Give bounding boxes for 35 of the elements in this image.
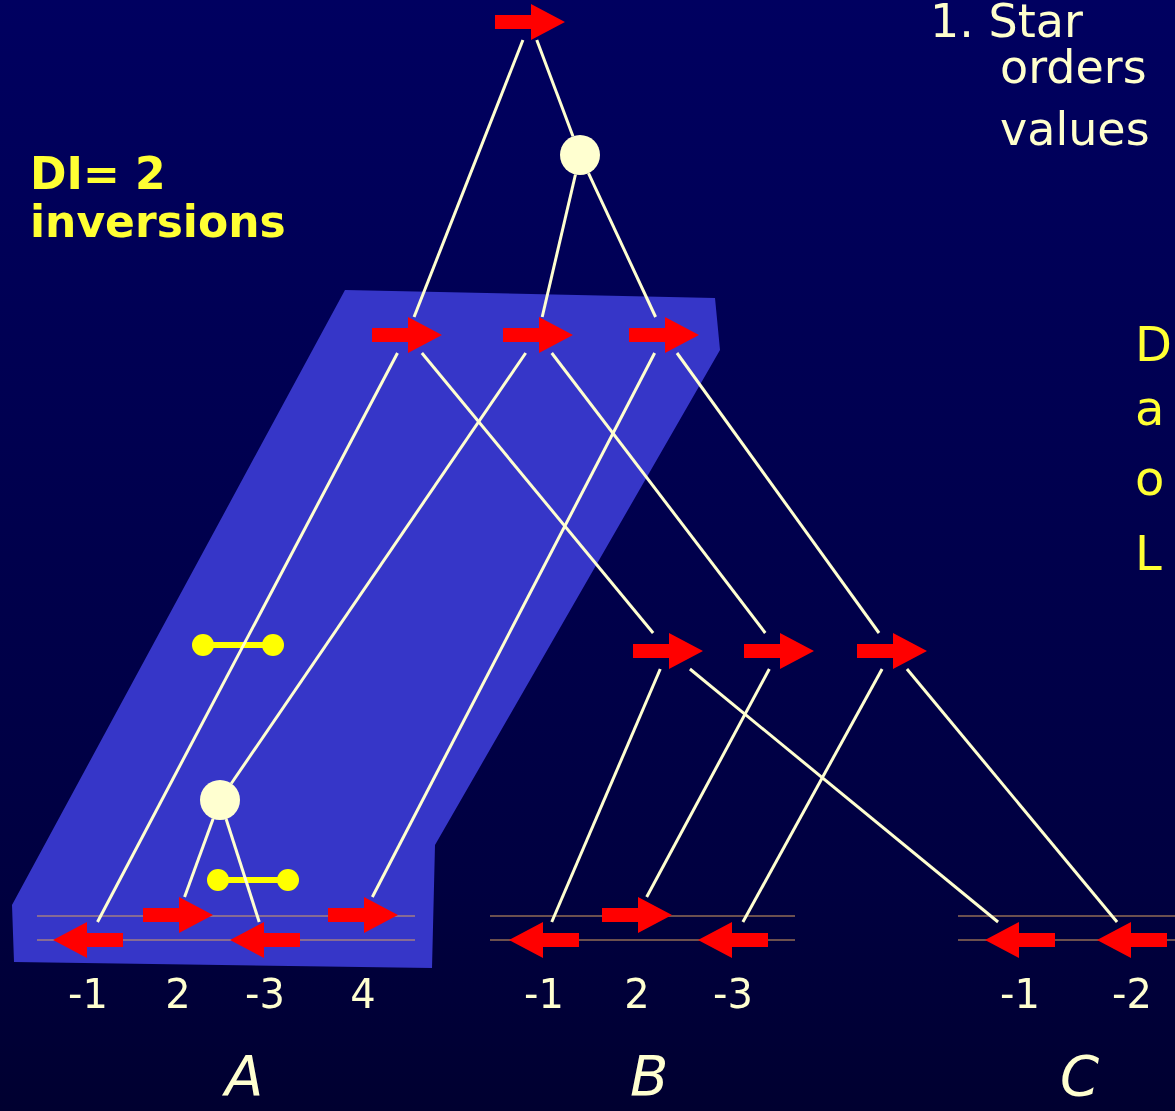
tree-branch	[550, 352, 767, 634]
gene-label: -2	[1112, 972, 1152, 1016]
gene-label: 2	[165, 972, 191, 1016]
tree-branch	[224, 818, 261, 923]
tree-branch	[645, 668, 771, 898]
distance-note: DI= 2 inversions	[30, 150, 287, 247]
tree-branch	[535, 39, 575, 137]
gene-label: -1	[524, 972, 564, 1016]
note-text: values	[1000, 104, 1150, 155]
tree-branch	[230, 352, 527, 785]
tree-caption: C	[1060, 1045, 1100, 1107]
gene-label: 2	[624, 972, 650, 1016]
tree-branch	[688, 667, 1000, 924]
note-text: o	[1135, 452, 1165, 505]
tree-branch	[183, 818, 215, 898]
gene-label: -3	[713, 972, 753, 1016]
tree-caption: B	[630, 1045, 669, 1107]
note-text: D	[1135, 318, 1172, 371]
tree-branch	[540, 174, 577, 318]
tree-branch	[420, 352, 655, 634]
gene-label: 4	[350, 972, 376, 1016]
branch-node	[560, 135, 600, 175]
gene-label: -3	[245, 972, 285, 1016]
tree-branch	[371, 352, 656, 898]
tree-branch	[905, 668, 1119, 923]
tree-branch	[741, 668, 884, 923]
tree-branch	[96, 352, 399, 923]
tree-branch	[675, 352, 881, 634]
tree-branch	[550, 668, 662, 923]
gene-label: -1	[68, 972, 108, 1016]
note-text: L	[1135, 527, 1162, 580]
note-text: a	[1135, 382, 1165, 435]
gene-label: -1	[1000, 972, 1040, 1016]
tree-branch	[412, 39, 525, 318]
tree-branch	[587, 172, 657, 318]
